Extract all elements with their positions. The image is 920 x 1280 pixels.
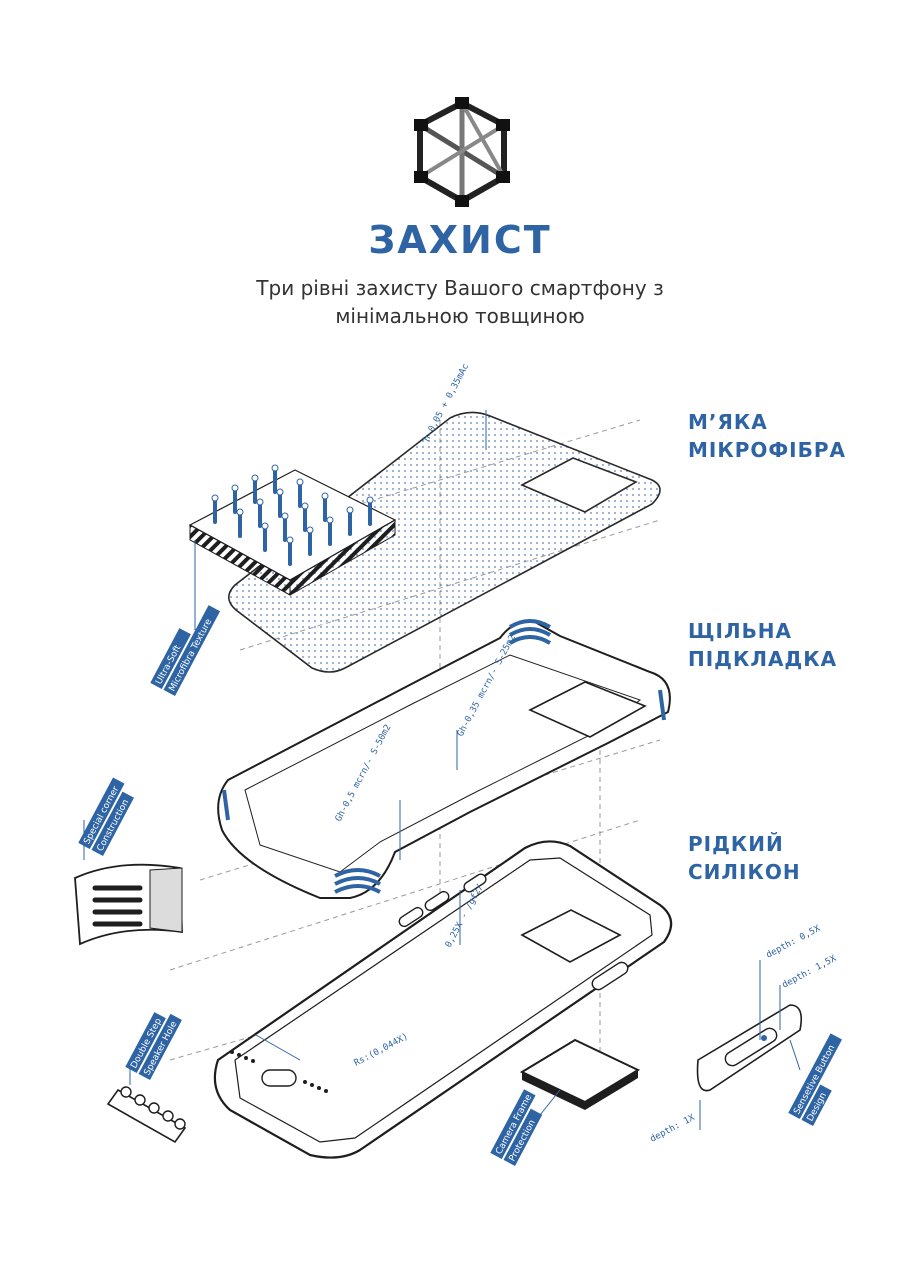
button-detail (696, 1004, 803, 1092)
layer-label-silicone-line-2: СИЛІКОН (688, 860, 801, 884)
layer-label-pad: ЩІЛЬНА ПІДКЛАДКА (688, 617, 837, 673)
layer-label-silicone-line-1: РІДКИЙ (688, 832, 784, 856)
silicone-case (213, 840, 673, 1159)
microfiber-layer (227, 411, 661, 673)
layer-label-silicone: РІДКИЙ СИЛІКОН (688, 830, 801, 886)
camera-frame-detail (519, 1038, 641, 1110)
speaker-holes (230, 1050, 328, 1093)
tag-corner: Special corner Construction (78, 777, 134, 856)
charging-port (261, 1069, 297, 1087)
page-subtitle: Три рівні захисту Вашого смартфону з мін… (0, 274, 920, 330)
tag-camera: Camera Frame Protection (490, 1089, 543, 1166)
camera-cutout-pad (528, 681, 647, 738)
page-title: ЗАХИСТ (368, 218, 552, 262)
speaker-hole-detail (106, 1086, 187, 1144)
camera-cutout-microfiber (520, 457, 638, 513)
depth-05-annotation: depth: 0,5X (765, 924, 823, 961)
layer-label-microfiber: М’ЯКА МІКРОФІБРА (688, 408, 846, 464)
camera-cutout-case (520, 909, 622, 963)
layer-label-microfiber-line-1: М’ЯКА (688, 410, 768, 434)
subtitle-line-1: Три рівні захисту Вашого смартфону з (256, 276, 664, 300)
depth-15-annotation: depth: 1,5X (781, 954, 839, 991)
tag-speaker: Double Step Speaker Hole (125, 1012, 182, 1080)
hexagon-network-logo-icon (414, 97, 510, 207)
annotation-leaders (83, 410, 801, 1130)
layer-label-pad-line-2: ПІДКЛАДКА (688, 647, 838, 671)
tag-button: Sensetive Button Design (788, 1033, 843, 1126)
pad-layer (217, 619, 671, 899)
subtitle-line-2: мінімальною товщиною (335, 304, 585, 328)
corner-construction-detail (74, 863, 183, 946)
layer-label-pad-line-1: ЩІЛЬНА (688, 619, 793, 643)
depth-1-annotation: depth: 1X (649, 1113, 697, 1145)
microfiber-texture-swatch (188, 464, 397, 596)
pad-corner-ribs (222, 619, 666, 894)
tag-microfibra: Ultra-Soft Microfibra Texture (150, 605, 221, 696)
layer-label-microfiber-line-2: МІКРОФІБРА (688, 438, 847, 462)
exploded-case-diagram: h-0,05 + 0,35mAc Gh-0,35 mcrn/- S-25m2 G… (74, 362, 843, 1166)
